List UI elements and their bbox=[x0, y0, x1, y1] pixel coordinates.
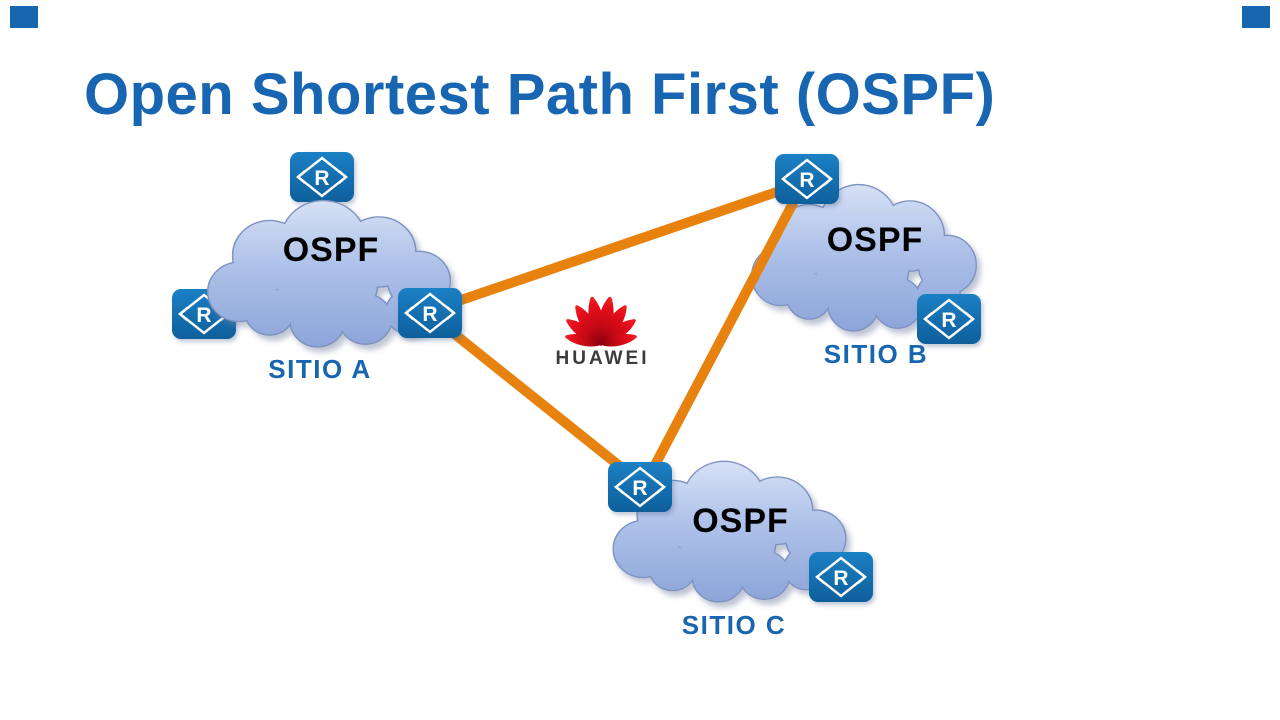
router-letter: R bbox=[799, 169, 814, 192]
corner-decoration-right bbox=[1242, 6, 1270, 28]
router-letter: R bbox=[422, 303, 437, 326]
router-letter: R bbox=[196, 304, 211, 327]
router-icon-site-c-top: R bbox=[607, 461, 673, 513]
router-letter: R bbox=[632, 477, 647, 500]
site-a-cloud: OSPF bbox=[195, 194, 463, 348]
router-icon-site-b-top: R bbox=[774, 153, 840, 205]
huawei-flower-icon bbox=[565, 296, 637, 347]
site-b-label: SITIO B bbox=[823, 339, 929, 369]
router-letter: R bbox=[833, 567, 848, 590]
router-icon-site-a-right: R bbox=[397, 287, 463, 339]
router-letter: R bbox=[314, 167, 329, 190]
router-letter: R bbox=[941, 309, 956, 332]
site-a-label: SITIO A bbox=[268, 354, 372, 384]
corner-decoration-left bbox=[10, 6, 38, 28]
site-b-protocol-label: OSPF bbox=[826, 221, 924, 259]
site-c-protocol-label: OSPF bbox=[692, 502, 789, 540]
site-c-label: SITIO C bbox=[681, 610, 787, 640]
site-b-cloud: OSPF bbox=[740, 178, 988, 332]
huawei-logo: HUAWEI bbox=[551, 292, 651, 370]
router-icon-site-c-right: R bbox=[808, 551, 874, 603]
router-icon-site-a-top: R bbox=[289, 151, 355, 203]
site-a-protocol-label: OSPF bbox=[282, 231, 380, 269]
router-icon-site-a-left: R bbox=[171, 288, 237, 340]
router-icon-site-b-right: R bbox=[916, 293, 982, 345]
page-title: Open Shortest Path First (OSPF) bbox=[84, 61, 996, 127]
site-c-cloud: OSPF bbox=[601, 455, 858, 603]
huawei-wordmark: HUAWEI bbox=[555, 348, 650, 369]
